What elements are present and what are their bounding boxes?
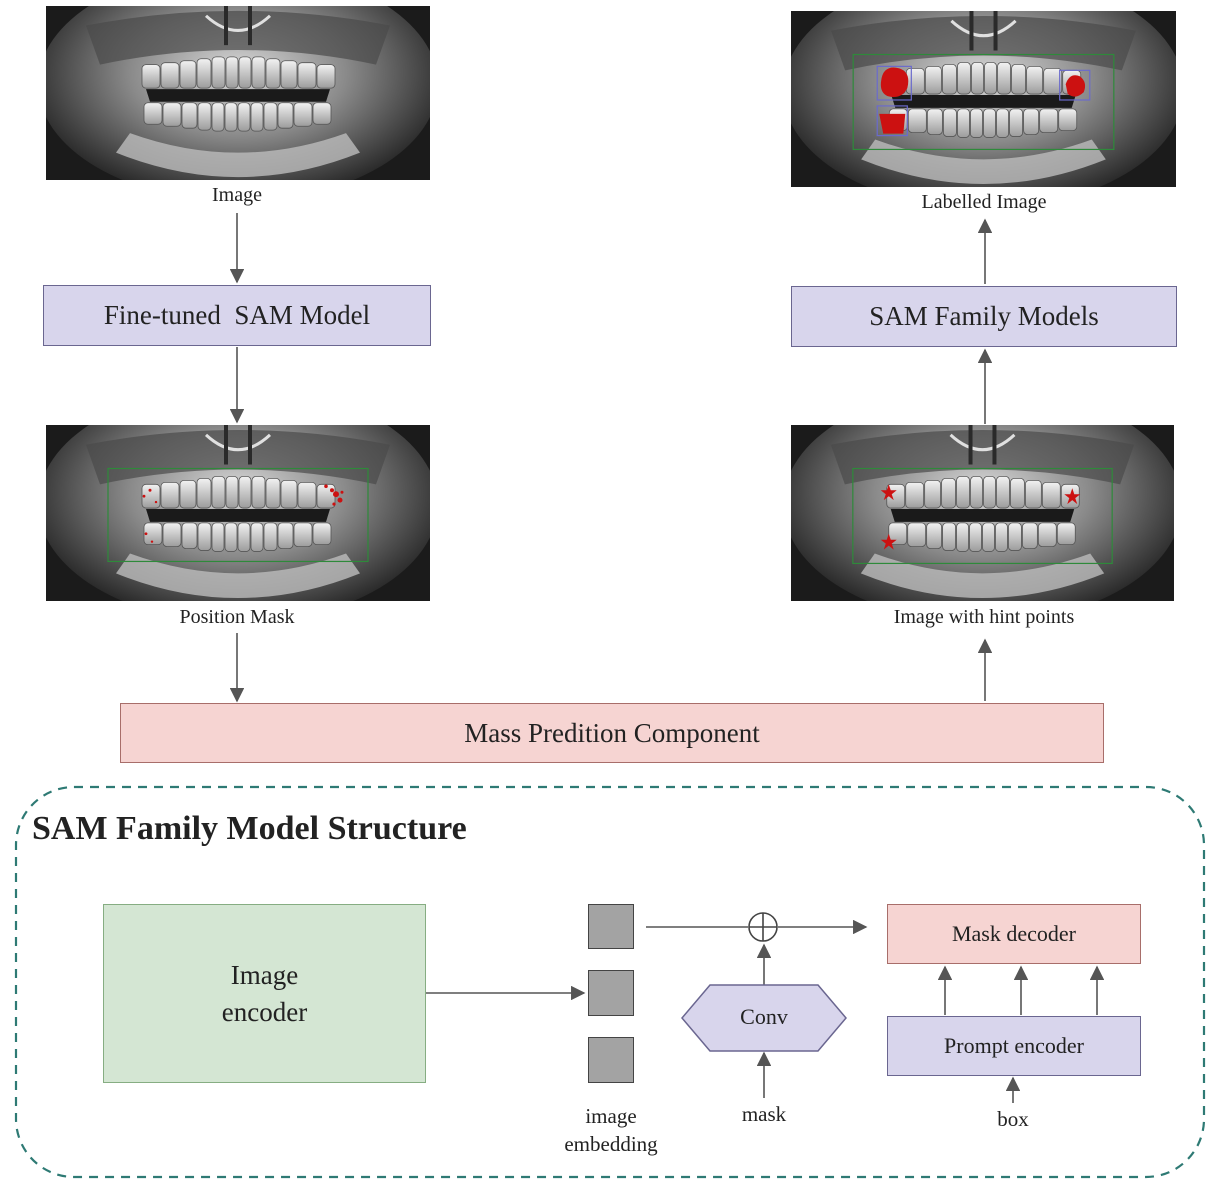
position-mask-xray — [46, 425, 430, 601]
embedding-block-2 — [588, 970, 634, 1016]
mask-label: mask — [741, 1102, 787, 1126]
image-embedding-label: image embedding — [531, 1102, 691, 1158]
position-mask-caption: Position Mask — [179, 606, 295, 628]
conv-label: Conv — [740, 1004, 788, 1029]
conv-hexagon — [681, 984, 847, 1052]
plus-circle-icon — [748, 912, 778, 942]
mass-prediction-component-box: Mass Predition Component — [120, 703, 1104, 763]
prompt-encoder-box: Prompt encoder — [887, 1016, 1141, 1076]
embedding-block-3 — [588, 1037, 634, 1083]
mask-decoder-box: Mask decoder — [887, 904, 1141, 964]
embedding-label-line2: embedding — [564, 1132, 658, 1156]
hint-points-xray — [791, 425, 1174, 601]
embedding-block-1 — [588, 904, 634, 949]
image-caption: Image — [212, 184, 262, 206]
image-encoder-line1: Image — [230, 959, 299, 990]
panoramic-xray-image — [46, 6, 430, 180]
structure-dashed-border — [14, 785, 1206, 1179]
image-encoder-box: Image encoder — [103, 904, 426, 1083]
hint-points-caption: Image with hint points — [893, 606, 1075, 628]
labelled-xray-image — [791, 11, 1176, 187]
fine-tuned-sam-model-box: Fine-tuned SAM Model — [43, 285, 431, 346]
image-encoder-line2: encoder — [221, 996, 308, 1027]
box-label: box — [997, 1107, 1029, 1131]
structure-title: SAM Family Model Structure — [32, 810, 467, 847]
labelled-image-caption: Labelled Image — [921, 191, 1047, 213]
embedding-label-line1: image — [585, 1104, 637, 1128]
sam-family-models-box: SAM Family Models — [791, 286, 1177, 347]
